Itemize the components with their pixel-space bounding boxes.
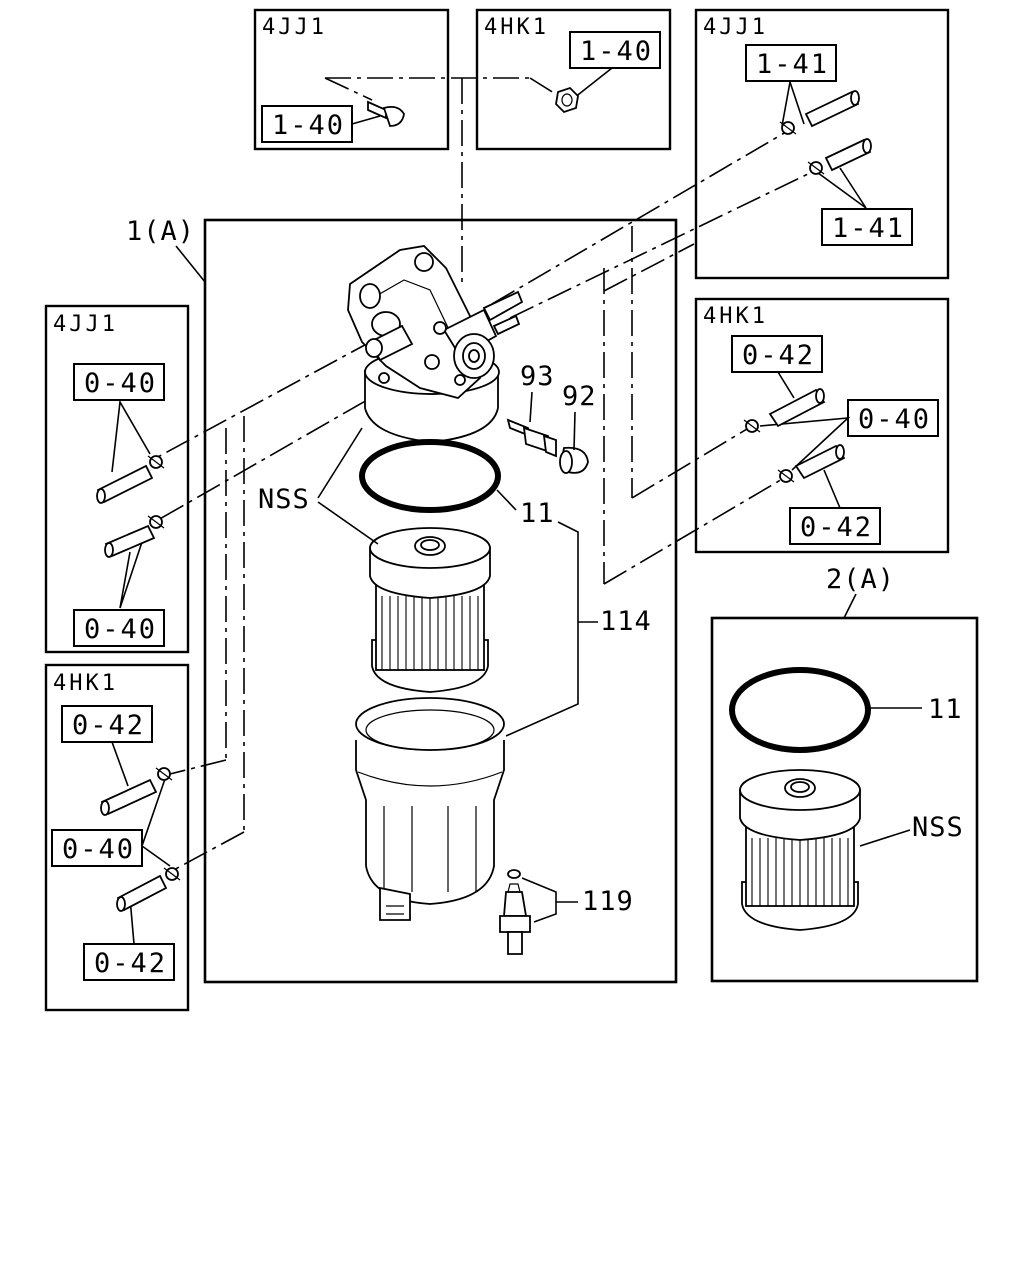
part-tag: 0-42 — [94, 948, 167, 979]
part-tag: 1-40 — [272, 110, 345, 141]
callout-nss: NSS — [912, 812, 964, 843]
hose-icon — [794, 444, 846, 480]
inset-left-lower: 4HK1 0-42 0-40 0-42 — [44, 663, 190, 1012]
clamp-icon — [777, 469, 795, 483]
o-ring-11 — [729, 667, 871, 753]
assembly-1-frame — [203, 218, 678, 984]
hose-icon — [100, 778, 158, 816]
part-tag: 0-42 — [742, 340, 815, 371]
clamp-icon — [163, 867, 181, 881]
callout-93: 93 — [520, 361, 555, 392]
assembly-2-label: 2(A) — [826, 564, 895, 595]
inset-title: 4HK1 — [484, 15, 549, 40]
clamp-icon — [743, 419, 761, 433]
filter-bowl — [355, 697, 505, 921]
part-tag: 0-42 — [800, 512, 873, 543]
clamp-icon — [147, 455, 165, 469]
hose-icon — [804, 90, 860, 128]
part-tag: 1-40 — [580, 36, 653, 67]
callout-119: 119 — [582, 886, 634, 917]
callout-114: 114 — [600, 606, 652, 637]
part-tag: 0-40 — [84, 368, 157, 399]
assembly-2-frame — [710, 616, 979, 983]
callout-92: 92 — [562, 381, 597, 412]
hose-icon — [96, 464, 154, 504]
part-tag: 0-40 — [62, 834, 135, 865]
inset-title: 4HK1 — [53, 671, 118, 696]
hose-icon — [768, 388, 826, 428]
nut-icon — [555, 86, 579, 114]
connection-lines — [155, 77, 813, 873]
hose-icon — [104, 524, 156, 558]
clamp-icon — [807, 161, 825, 175]
callout-11: 11 — [520, 498, 555, 529]
filter-head — [347, 245, 524, 443]
o-ring-11 — [359, 439, 501, 513]
inset-top-left: 4JJ1 1-40 — [253, 8, 450, 151]
clamp-icon — [147, 515, 165, 529]
bolt-icon — [367, 100, 405, 127]
assembly-1-label: 1(A) — [126, 216, 195, 247]
filter-element — [739, 769, 861, 931]
inset-title: 4JJ1 — [262, 15, 327, 40]
inset-title: 4HK1 — [703, 304, 768, 329]
inset-top-right: 4JJ1 1-41 1-41 — [694, 8, 950, 280]
part-tag: 0-42 — [72, 710, 145, 741]
filter-element — [369, 527, 491, 693]
part-tag: 0-40 — [84, 614, 157, 645]
inset-left-upper: 4JJ1 0-40 0-40 — [44, 304, 190, 654]
inset-title: 4JJ1 — [53, 312, 118, 337]
callout-11: 11 — [928, 694, 963, 725]
part-tag: 0-40 — [858, 404, 931, 435]
part-tag: 1-41 — [832, 213, 905, 244]
water-sensor — [499, 869, 531, 955]
part-tag: 1-41 — [756, 49, 829, 80]
clamp-icon — [779, 121, 797, 135]
hose-icon — [116, 874, 168, 912]
callout-nss: NSS — [258, 484, 310, 515]
cap-92 — [559, 446, 589, 474]
plug-93 — [506, 418, 557, 458]
inset-top-middle: 4HK1 1-40 — [475, 8, 672, 151]
clamp-icon — [155, 767, 173, 781]
hose-icon — [824, 138, 872, 172]
inset-title: 4JJ1 — [703, 15, 768, 40]
inset-right-middle: 4HK1 0-42 0-40 0-42 — [694, 297, 950, 554]
